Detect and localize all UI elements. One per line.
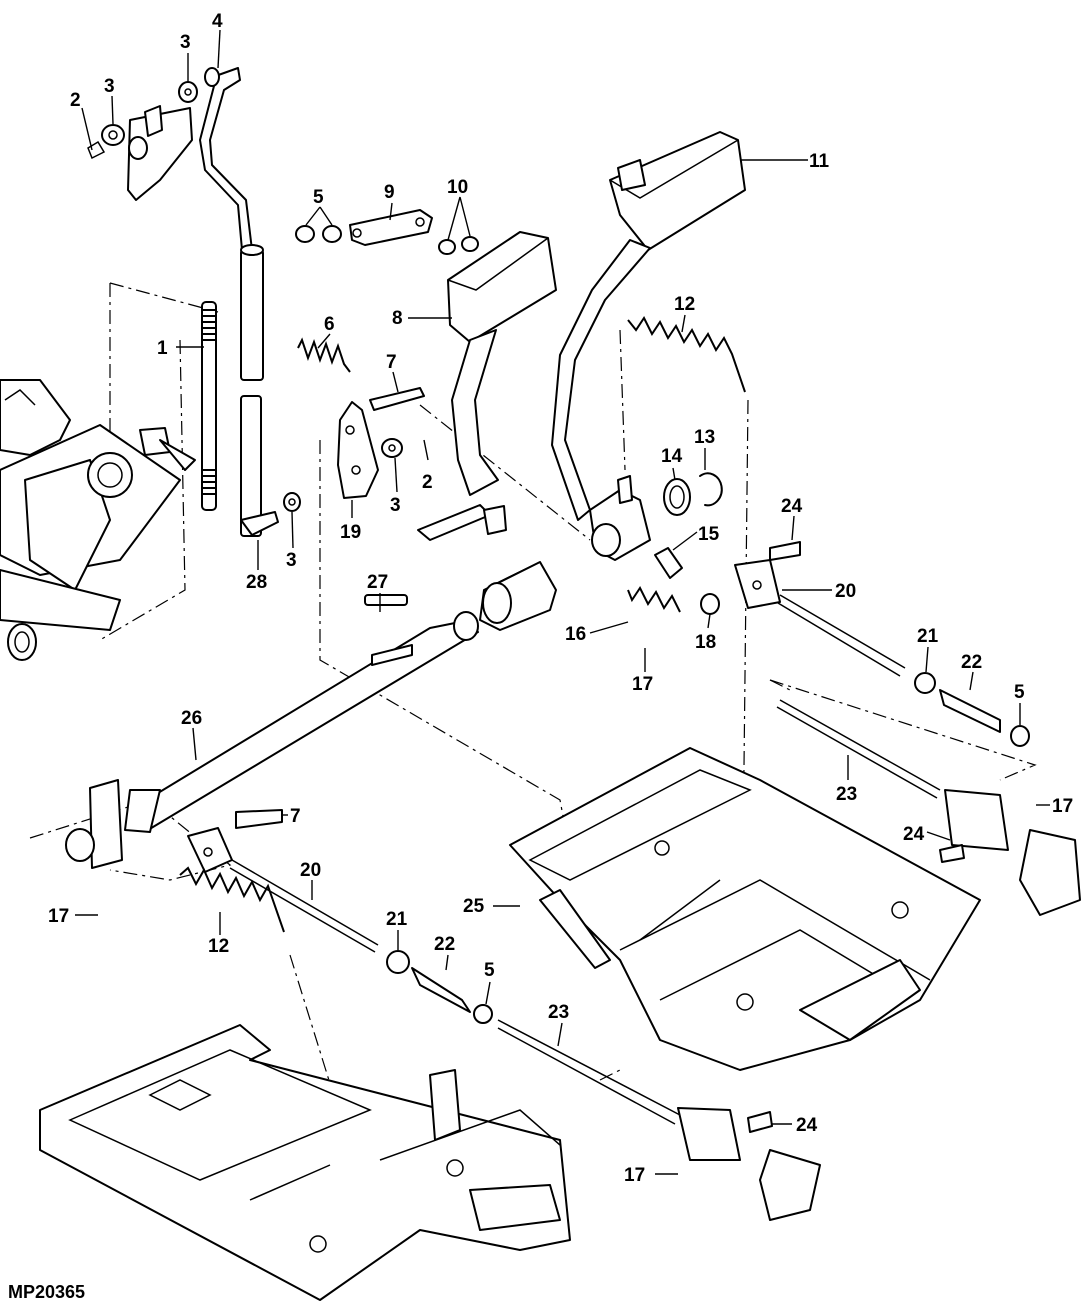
callout-20: 20 <box>300 860 321 881</box>
cross-shaft <box>65 594 479 869</box>
callout-leaders <box>75 29 1050 1175</box>
callout-14: 14 <box>661 446 683 467</box>
callout-11: 11 <box>809 151 830 172</box>
assembly-centerlines <box>29 282 1037 1181</box>
lower-frame <box>39 1024 571 1301</box>
figure-id: MP20365 <box>8 1282 85 1302</box>
control-rod-assembly <box>87 67 301 537</box>
callout-18: 18 <box>695 632 716 653</box>
callout-2: 2 <box>422 472 433 493</box>
callout-6: 6 <box>324 314 335 335</box>
callout-4: 4 <box>212 11 223 32</box>
link-arm-assembly <box>295 209 479 255</box>
callout-22: 22 <box>434 934 455 955</box>
callout-20: 20 <box>835 581 856 602</box>
callout-9: 9 <box>384 182 395 203</box>
callout-5: 5 <box>1014 682 1025 703</box>
lower-left-linkage <box>179 809 821 1221</box>
callout-16: 16 <box>565 624 586 645</box>
callout-26: 26 <box>181 708 202 729</box>
callout-12: 12 <box>208 936 229 957</box>
callout-24: 24 <box>781 496 803 517</box>
callout-3: 3 <box>286 550 297 571</box>
callout-1: 1 <box>157 338 168 359</box>
callout-21: 21 <box>386 909 408 930</box>
brake-pedal <box>297 231 557 631</box>
callout-23: 23 <box>548 1002 569 1023</box>
callout-8: 8 <box>392 308 403 329</box>
callout-7: 7 <box>386 352 397 373</box>
callout-3: 3 <box>180 32 191 53</box>
callout-labels: 1 2 3 3 4 5 6 7 8 9 10 11 12 13 14 15 2 … <box>48 11 1073 1186</box>
callout-25: 25 <box>463 896 485 917</box>
callout-28: 28 <box>246 572 267 593</box>
callout-22: 22 <box>961 652 982 673</box>
callout-21: 21 <box>917 626 939 647</box>
callout-5: 5 <box>484 960 495 981</box>
left-frame-bracket <box>0 379 196 661</box>
right-linkage <box>734 541 1081 916</box>
callout-19: 19 <box>340 522 361 543</box>
callout-12: 12 <box>674 294 695 315</box>
callout-17: 17 <box>1052 796 1073 817</box>
callout-17: 17 <box>624 1165 645 1186</box>
callout-15: 15 <box>698 524 720 545</box>
callout-7: 7 <box>290 806 301 827</box>
callout-10: 10 <box>447 177 468 198</box>
callout-24: 24 <box>903 824 925 845</box>
callout-3: 3 <box>390 495 401 516</box>
callout-27: 27 <box>367 572 388 593</box>
callout-2: 2 <box>70 90 81 111</box>
right-frame <box>509 747 981 1071</box>
callout-13: 13 <box>694 427 715 448</box>
callout-23: 23 <box>836 784 857 805</box>
callout-17: 17 <box>632 674 653 695</box>
callout-5: 5 <box>313 187 324 208</box>
callout-24: 24 <box>796 1115 818 1136</box>
callout-3: 3 <box>104 76 115 97</box>
callout-17: 17 <box>48 906 69 927</box>
drive-pedal <box>551 131 746 615</box>
